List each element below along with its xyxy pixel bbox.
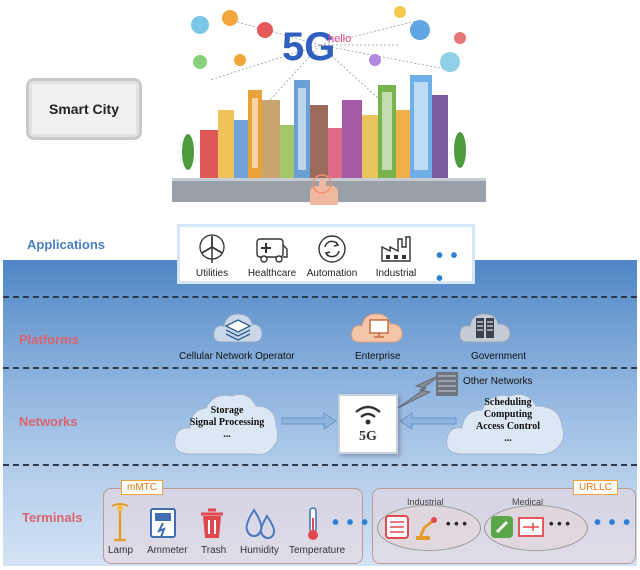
humidity-drops-icon (245, 508, 276, 540)
trash-can-icon (201, 508, 223, 538)
network-right-line: ... (504, 433, 512, 444)
app-utilities: Utilities (180, 233, 244, 279)
terminal-label: Trash (201, 545, 227, 556)
app-label: Healthcare (247, 268, 297, 279)
5g-logo-text: 5G (282, 25, 335, 69)
network-right-line: Computing (483, 409, 533, 420)
layers-cloud-icon (213, 313, 263, 343)
factory-icon (381, 236, 411, 262)
wind-turbine-icon (199, 234, 225, 263)
app-automation: Automation (300, 233, 364, 279)
5g-center-label: 5G (359, 429, 377, 444)
app-label: Industrial (375, 268, 417, 279)
industrial-device-icons (385, 515, 437, 540)
wifi-signal-icon (355, 405, 381, 425)
platform-label-operator: Cellular Network Operator (179, 351, 295, 362)
mmtc-more: • • • (332, 512, 370, 534)
industrial-group-label: Industrial (407, 497, 444, 507)
urllc-more: • • • (594, 512, 632, 534)
network-right-text: Scheduling Computing Access Control ... (458, 397, 558, 445)
network-right-line: Scheduling (484, 397, 532, 408)
applications-box: Utilities Healthcare Automation Industri… (177, 224, 475, 290)
terminal-label: Ammeter (147, 545, 188, 556)
medical-device-icons (491, 516, 544, 538)
app-industrial: Industrial (364, 233, 428, 279)
mmtc-tag: mMTC (121, 480, 163, 495)
monitor-cloud-icon (351, 313, 403, 343)
network-left-text: Storage Signal Processing ... (182, 405, 272, 441)
layer-label-terminals: Terminals (22, 510, 83, 525)
app-healthcare: Healthcare (240, 233, 304, 279)
divider-apps-platforms (3, 296, 637, 298)
terminal-label: Lamp (108, 545, 134, 556)
network-left-line: Signal Processing (189, 417, 265, 428)
app-label: Utilities (195, 268, 229, 279)
smart-city-box: Smart City (26, 78, 142, 140)
terminal-label: Temperature (289, 545, 346, 556)
industrial-more: • • • (446, 516, 467, 531)
terminal-label: Humidity (240, 545, 279, 556)
divider-networks-terminals (3, 464, 637, 466)
automation-cycle-icon (318, 235, 346, 263)
network-cloud-left (174, 393, 279, 456)
network-left-line: Storage (210, 405, 244, 416)
lightning-icon (397, 372, 458, 409)
server-cloud-icon (459, 313, 511, 343)
layer-label-networks: Networks (19, 414, 78, 429)
mmtc-box (103, 488, 363, 564)
app-label: Automation (306, 268, 358, 279)
medical-more: • • • (549, 516, 570, 531)
network-cloud-right (446, 393, 565, 456)
layer-label-applications: Applications (27, 237, 106, 252)
platform-label-government: Government (471, 351, 527, 362)
ammeter-icon (150, 508, 176, 538)
street-lamp-icon (111, 503, 129, 542)
layer-label-platforms: Platforms (19, 332, 79, 347)
platform-label-enterprise: Enterprise (355, 351, 401, 362)
ambulance-icon (256, 238, 288, 263)
network-arrows (281, 412, 457, 430)
network-left-line: ... (223, 429, 231, 440)
urllc-tag: URLLC (573, 480, 618, 495)
smart-city-label: Smart City (48, 101, 120, 117)
medical-group-label: Medical (512, 497, 544, 507)
thermometer-icon (308, 507, 318, 540)
divider-platforms-networks (3, 367, 637, 369)
other-networks-label: Other Networks (463, 376, 533, 387)
hello-text: hello (328, 33, 351, 45)
5g-center-box: 5G (338, 394, 398, 454)
network-right-line: Access Control (476, 421, 540, 432)
applications-more: • • • (436, 245, 459, 290)
city-illustration: 5G hello (172, 6, 486, 205)
